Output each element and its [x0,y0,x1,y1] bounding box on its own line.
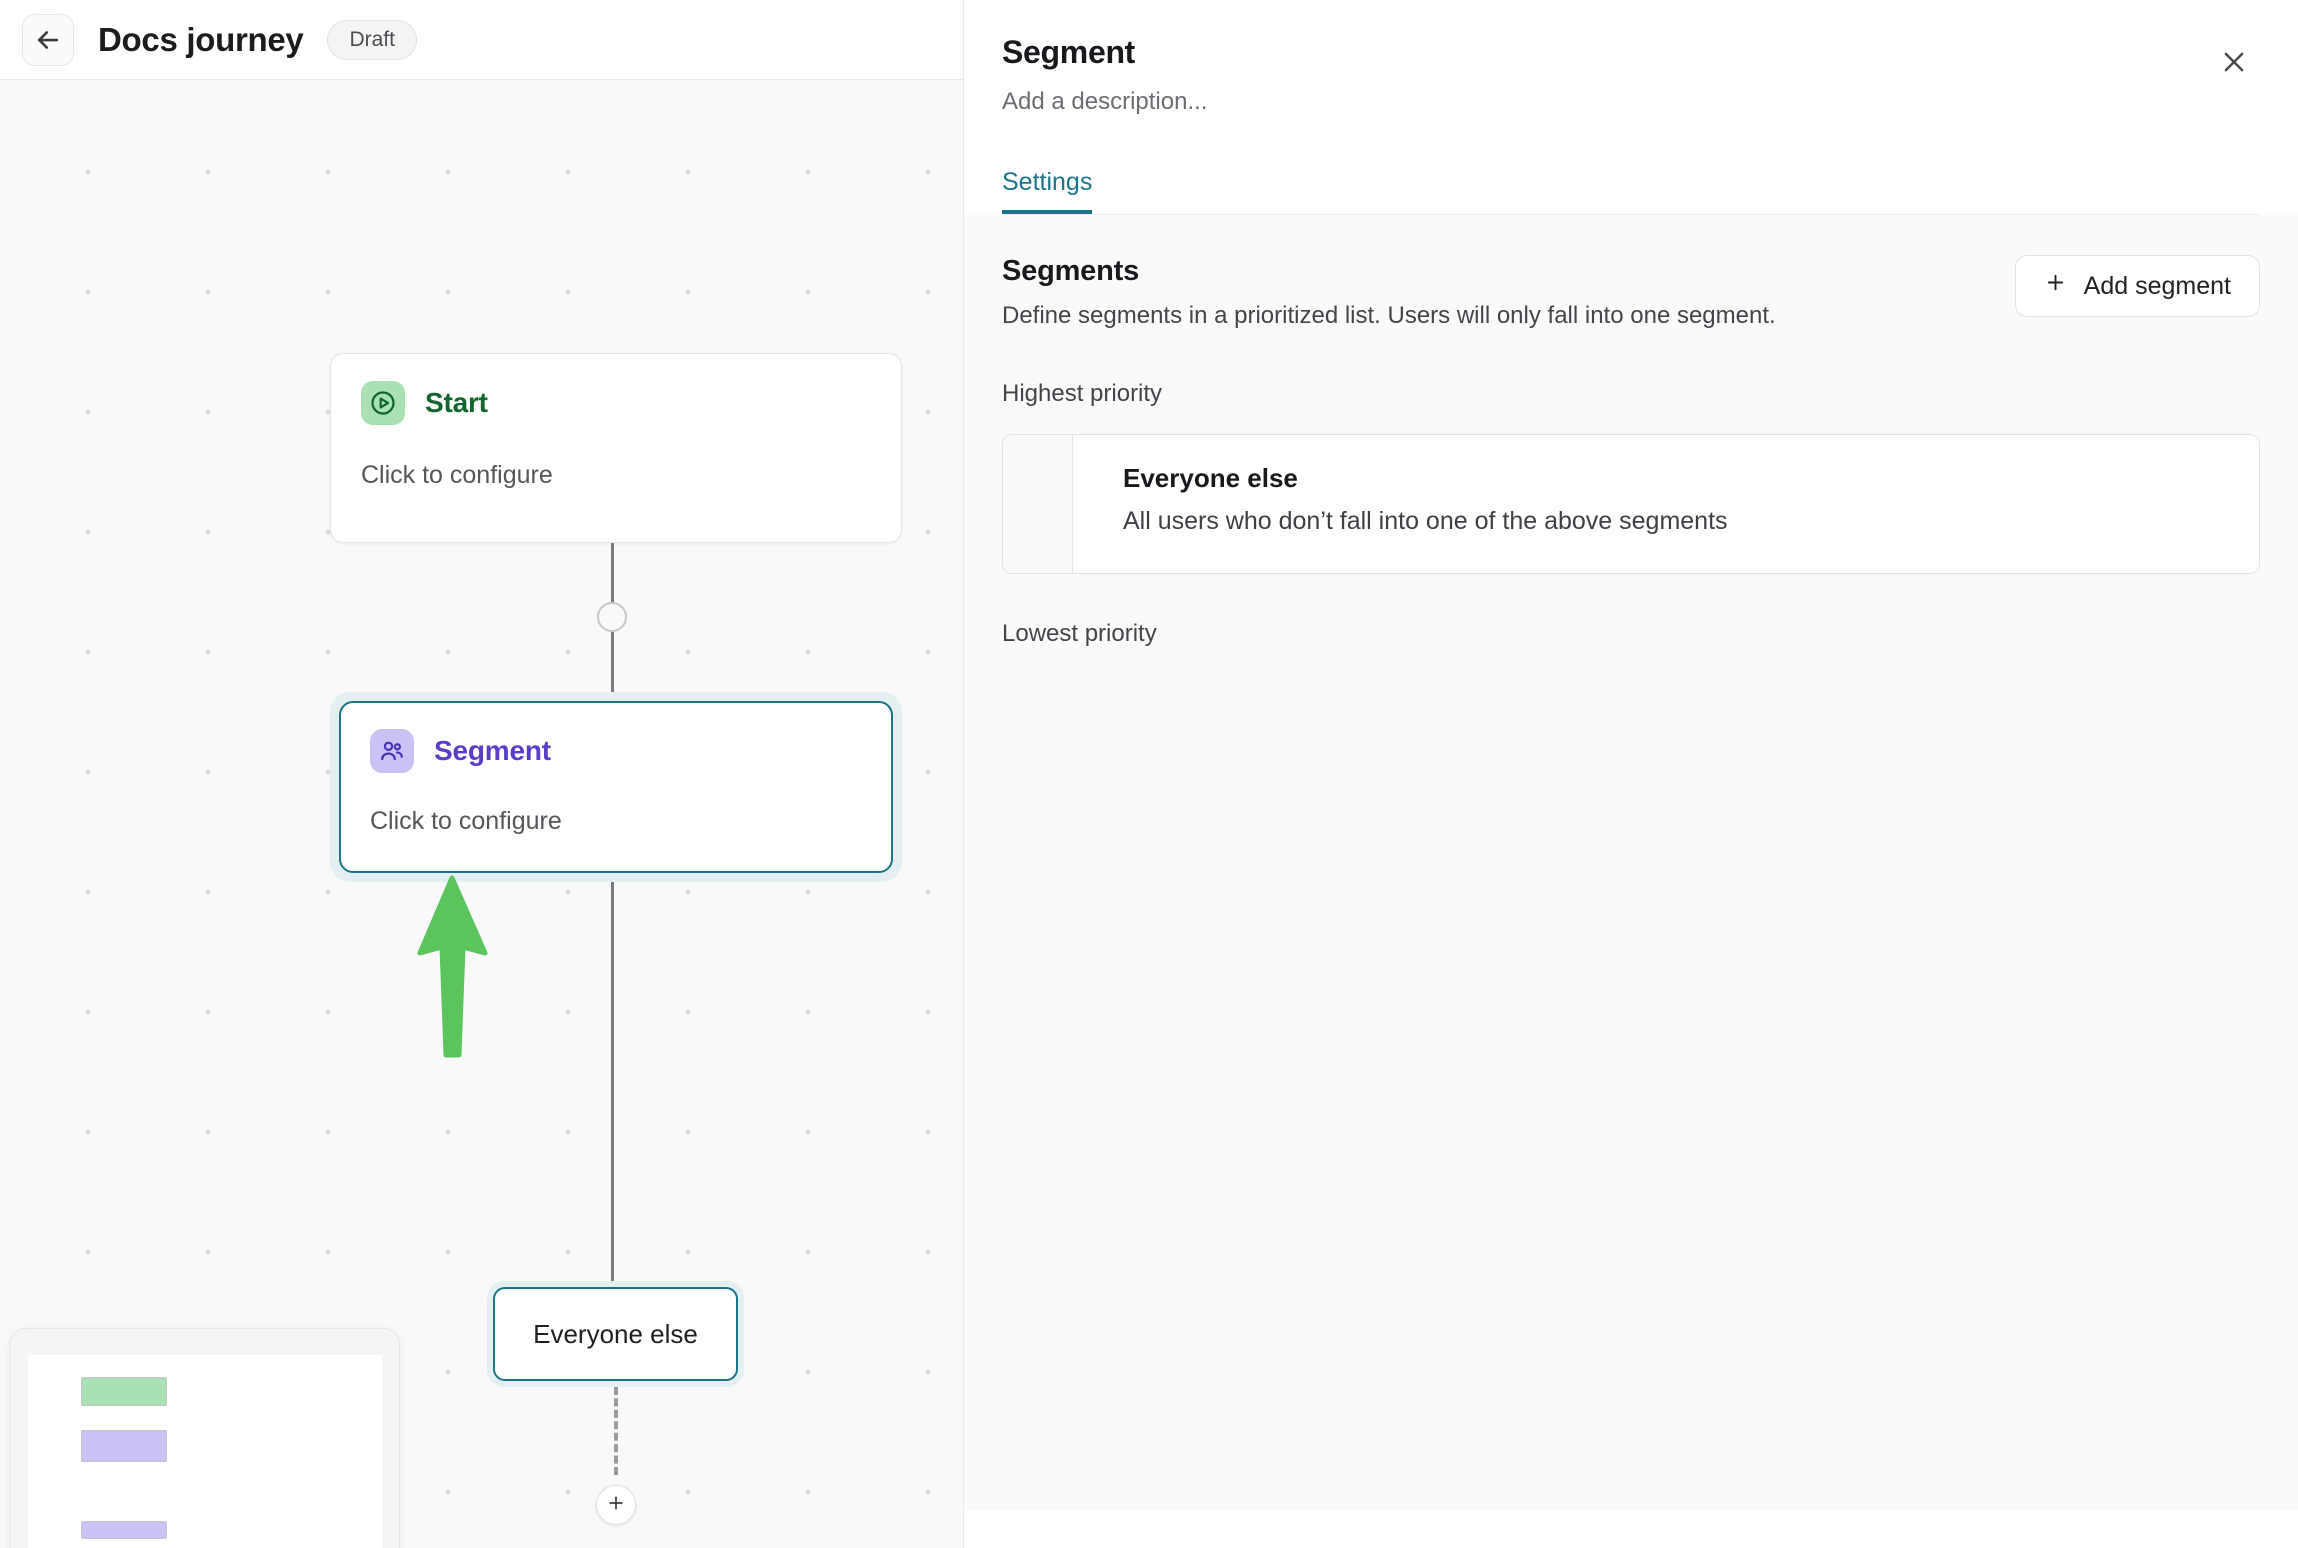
node-start-title: Start [425,387,488,418]
arrow-left-icon [33,25,63,55]
journey-canvas[interactable]: Start Click to configure [0,80,963,1548]
side-panel: Segment Add a description... Settings Se… [963,0,2298,1548]
node-segment-header: Segment [370,729,862,773]
tab-bar: Settings [1002,168,2260,215]
play-circle-icon [361,381,405,425]
segments-heading: Segments [1002,255,1139,287]
close-panel-button[interactable] [2214,44,2254,84]
segments-description: Define segments in a prioritized list. U… [1002,302,1776,329]
status-badge: Draft [327,19,417,60]
edge-everyone-to-add [614,1387,618,1475]
segments-header-text: Segments Define segments in a prioritize… [1002,255,1776,330]
add-segment-button-label: Add segment [2083,271,2231,300]
node-everyone-else-label: Everyone else [533,1318,698,1349]
minimap-node [81,1521,167,1539]
add-segment-button[interactable]: Add segment [2014,255,2260,317]
node-start-subtitle: Click to configure [361,461,553,489]
node-segment[interactable]: Segment Click to configure [339,701,893,873]
description-input[interactable]: Add a description... [1002,88,1208,115]
page-title: Docs journey [98,20,304,58]
node-everyone-else-selection-halo: Everyone else [487,1281,744,1387]
segment-row-drag-handle[interactable] [1003,435,1073,573]
minimap-node [81,1377,167,1406]
minimap-viewport [28,1355,382,1548]
side-panel-header: Segment Add a description... Settings [964,0,2298,215]
side-panel-body: Segments Define segments in a prioritize… [964,215,2298,1510]
node-segment-selection-halo: Segment Click to configure [330,692,902,882]
node-segment-title: Segment [434,735,551,766]
segment-row-content: Everyone else All users who don’t fall i… [1073,435,1728,573]
minimap-node [81,1430,167,1462]
segment-row[interactable]: Everyone else All users who don’t fall i… [1002,434,2260,574]
users-icon [370,729,414,773]
plus-icon [606,1493,626,1518]
minimap[interactable] [10,1328,400,1548]
node-start[interactable]: Start Click to configure [330,353,902,543]
segment-row-name: Everyone else [1123,463,1298,493]
close-icon [2219,47,2249,82]
canvas-column: Docs journey Draft Start [0,0,963,1548]
edge-add-handle[interactable] [597,602,627,632]
edge-segment-to-everyone [611,882,614,1281]
lowest-priority-label: Lowest priority [1002,620,1157,647]
add-step-button[interactable] [596,1485,636,1525]
plus-icon [2044,271,2067,301]
back-button[interactable] [22,13,74,66]
node-start-header: Start [361,381,871,425]
green-arrow-up-annotation [415,875,490,1070]
node-everyone-else[interactable]: Everyone else [493,1287,738,1381]
highest-priority-label: Highest priority [1002,380,1163,407]
side-panel-title: Segment [1002,34,1136,70]
segment-row-description: All users who don’t fall into one of the… [1123,507,1728,535]
node-segment-subtitle: Click to configure [370,807,562,835]
segments-header-row: Segments Define segments in a prioritize… [1002,255,2260,330]
top-bar: Docs journey Draft [0,0,963,80]
tab-settings[interactable]: Settings [1002,168,1093,214]
